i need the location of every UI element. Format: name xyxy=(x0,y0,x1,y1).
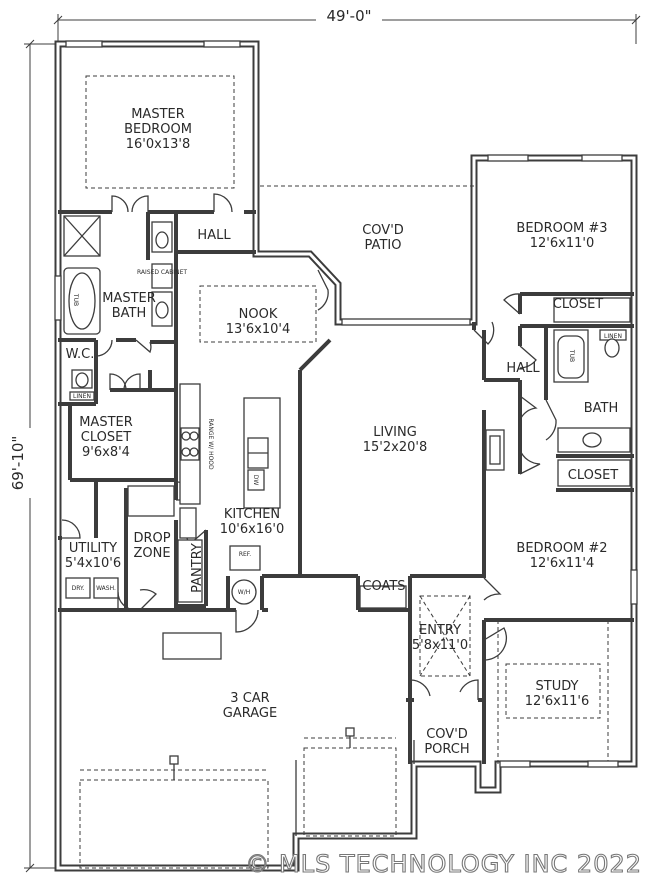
raised-cabinet xyxy=(151,263,173,289)
bedroom2-closet-shelf xyxy=(557,459,631,487)
master-closet-name-2: CLOSET xyxy=(81,430,132,445)
sink-2 xyxy=(155,301,169,319)
dashed-zones xyxy=(79,75,609,869)
master-bedroom-name-1: MASTER xyxy=(131,107,185,122)
watermark: © MLS TECHNOLOGY INC 2022 xyxy=(245,850,642,878)
master-bedroom-size: 16'0x13'8 xyxy=(126,137,190,152)
width-dimension: 49'-0" xyxy=(53,6,641,44)
covd-porch-name-1: COV'D xyxy=(426,727,468,742)
dryer xyxy=(65,577,91,599)
depth-dimension: 69'-10" xyxy=(8,39,56,873)
drop-zone-name-1: DROP xyxy=(133,531,170,546)
raised-cabinet-label: RAISED CABINET xyxy=(137,269,187,276)
windows xyxy=(54,40,638,768)
range-label: RANGE W/ HOOD xyxy=(207,418,214,470)
hall-bath-fixtures: TUB LINEN xyxy=(359,297,631,609)
water-heater xyxy=(231,579,257,605)
dishwasher-label: DW xyxy=(252,475,259,486)
garage-name-1: 3 CAR xyxy=(230,691,269,706)
master-bath-fixtures: TUB RAISED CABINET LINEN xyxy=(63,215,187,401)
study-name: STUDY xyxy=(536,679,579,694)
coats-shelf xyxy=(359,585,407,609)
living-size: 15'2x20'8 xyxy=(363,440,427,455)
bedroom-2-size: 12'6x11'4 xyxy=(530,556,594,571)
exterior-walls xyxy=(54,40,638,872)
hall-1-name: HALL xyxy=(197,228,231,243)
living-name: LIVING xyxy=(373,425,417,440)
pantry-shelf xyxy=(177,539,203,603)
closet-1-name: CLOSET xyxy=(553,297,604,312)
bath-name: BATH xyxy=(584,401,619,416)
covd-porch-name-2: PORCH xyxy=(424,742,469,757)
master-bath-name-2: BATH xyxy=(112,306,147,321)
hall-2-name: HALL xyxy=(506,361,540,376)
kitchen-size: 10'6x16'0 xyxy=(220,522,284,537)
linen-label-1: LINEN xyxy=(73,393,91,400)
study-size: 12'6x11'6 xyxy=(525,694,589,709)
hall-tub-label: TUB xyxy=(568,349,575,362)
closet-2-name: CLOSET xyxy=(568,468,619,483)
sink xyxy=(155,231,169,249)
hall-toilet xyxy=(604,338,620,358)
tub-label: TUB xyxy=(72,293,79,306)
covd-patio-name-1: COV'D xyxy=(362,223,404,238)
kitchen-name: KITCHEN xyxy=(224,507,280,522)
bedroom-2-name: BEDROOM #2 xyxy=(516,541,607,556)
kitchen-fixtures: RANGE W/ HOOD DW REF. xyxy=(179,383,281,571)
master-bedroom-rug xyxy=(85,75,235,189)
width-dimension-label: 49'-0" xyxy=(326,7,371,25)
garage-window xyxy=(162,632,222,660)
master-bath-name-1: MASTER xyxy=(102,291,156,306)
dryer-label: DRY. xyxy=(72,585,85,592)
depth-dimension-label: 69'-10" xyxy=(9,436,27,491)
utility-size: 5'4x10'6 xyxy=(65,556,121,571)
drop-zone-bench xyxy=(127,485,175,517)
washer-label: WASH. xyxy=(96,585,116,592)
linen-shelf xyxy=(69,391,95,401)
refrigerator-label: REF. xyxy=(239,551,251,558)
coats-name: COATS xyxy=(362,579,405,594)
garage-name-2: GARAGE xyxy=(223,706,277,721)
hall-sink xyxy=(582,432,602,448)
covd-patio-name-2: PATIO xyxy=(365,238,402,253)
master-bedroom-name-2: BEDROOM xyxy=(124,122,192,137)
linen-label-2: LINEN xyxy=(604,333,622,340)
nook-table-zone xyxy=(199,285,317,343)
bedroom3-closet-shelf xyxy=(553,297,631,323)
dishwasher xyxy=(247,469,265,491)
utility-name: UTILITY xyxy=(69,541,117,556)
garage-door-double xyxy=(79,779,269,869)
entry-size: 5'8x11'0 xyxy=(412,638,468,653)
master-closet-name-1: MASTER xyxy=(79,415,133,430)
utility-fixtures: DRY. WASH. W/H xyxy=(65,485,257,605)
room-labels: MASTER BEDROOM 16'0x13'8 HALL COV'D PATI… xyxy=(65,107,618,757)
garage-door-single xyxy=(303,747,397,837)
pantry-name: PANTRY xyxy=(190,543,205,593)
refrigerator xyxy=(229,545,261,571)
entry-name: ENTRY xyxy=(419,623,461,638)
study-rug xyxy=(505,663,601,719)
bedroom-3-size: 12'6x11'0 xyxy=(530,236,594,251)
master-closet-size: 9'6x8'4 xyxy=(82,445,130,460)
bedroom-3-name: BEDROOM #3 xyxy=(516,221,607,236)
entry-rug xyxy=(419,595,471,677)
washer xyxy=(93,577,119,599)
drop-zone-name-2: ZONE xyxy=(133,546,170,561)
water-heater-label: W/H xyxy=(238,589,250,596)
interior-walls xyxy=(58,210,634,764)
nook-size: 13'6x10'4 xyxy=(226,322,290,337)
nook-name: NOOK xyxy=(239,307,278,322)
wc-name: W.C. xyxy=(66,347,95,362)
range xyxy=(180,427,200,461)
